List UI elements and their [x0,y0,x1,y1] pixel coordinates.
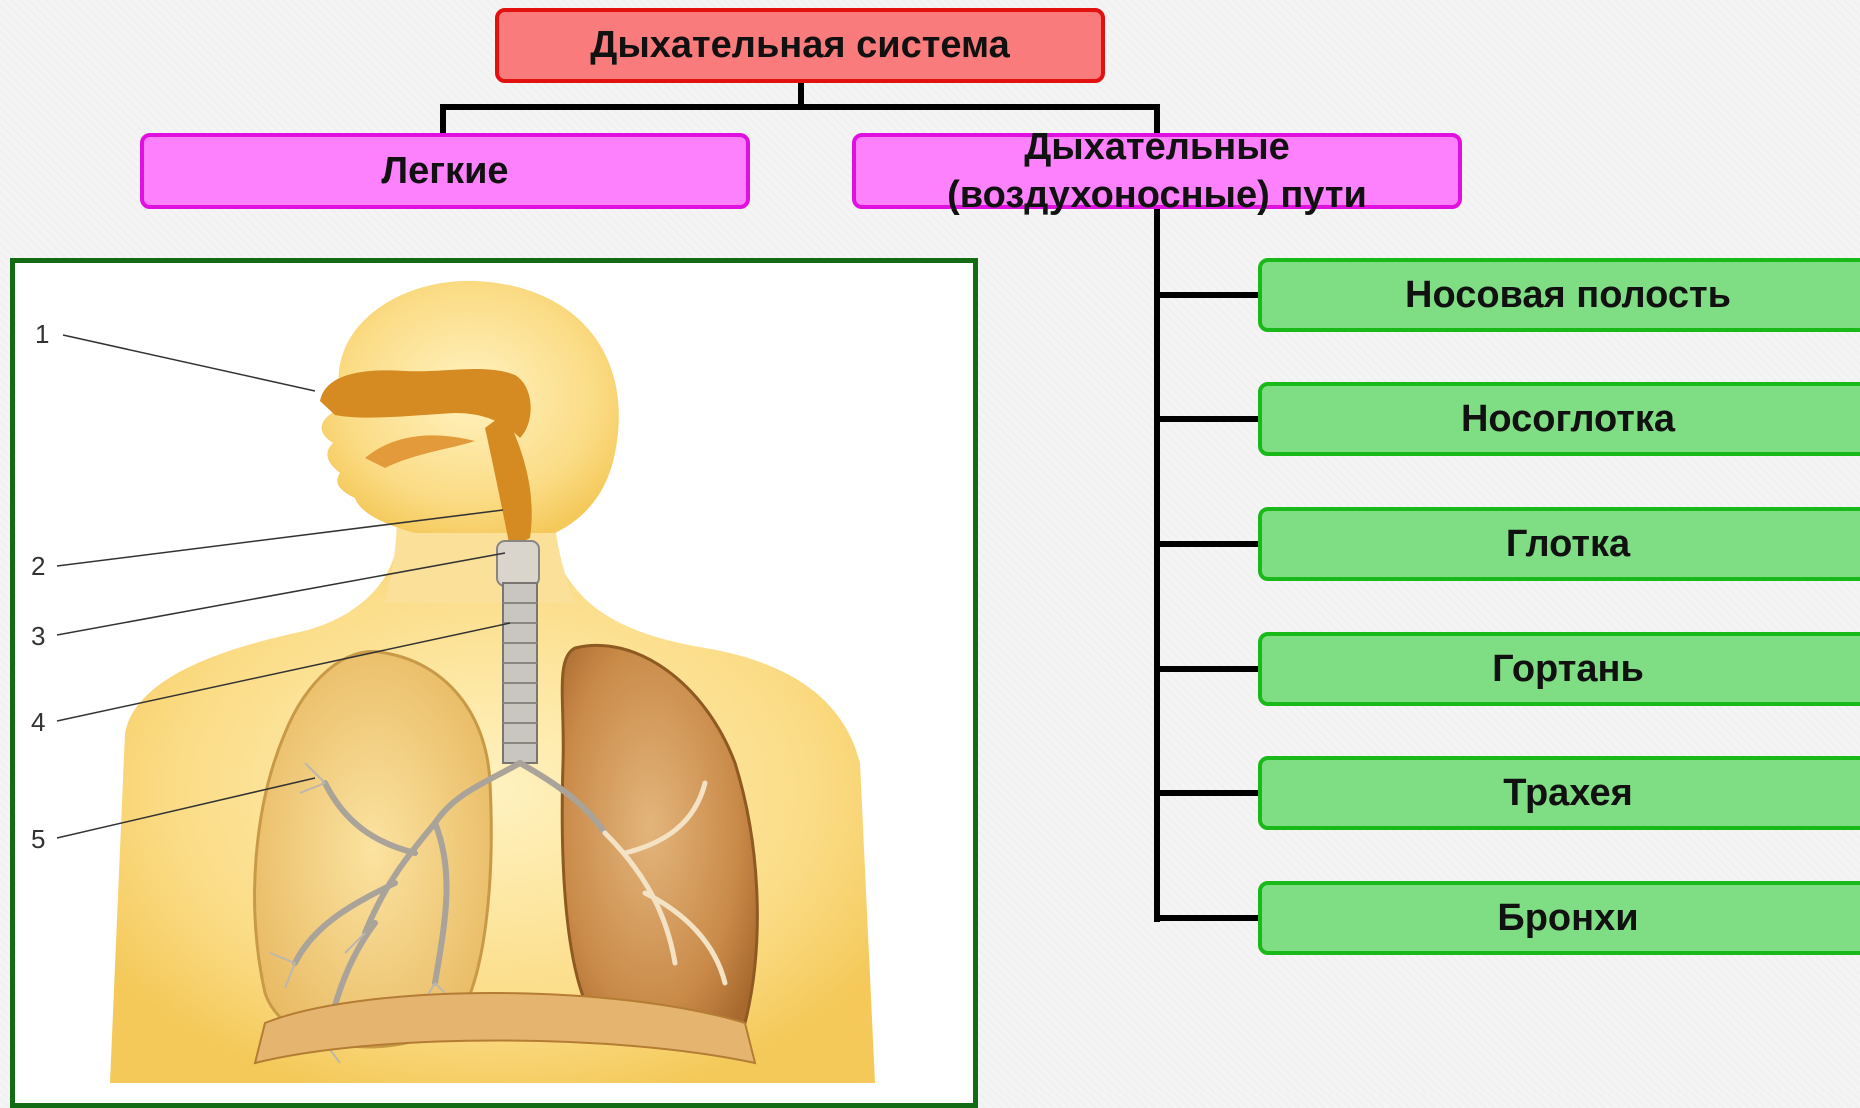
part-label: Трахея [1503,772,1633,815]
figure-label-4: 4 [31,707,45,737]
connector-part-5 [1154,790,1260,796]
airways-box: Дыхательные (воздухоносные) пути [852,133,1462,209]
connector-part-6 [1154,915,1260,921]
lungs-label: Легкие [381,150,508,193]
figure-label-5: 5 [31,824,45,854]
trachea-shape [503,583,537,763]
part-label: Носоглотка [1461,398,1675,441]
connector-part-4 [1154,666,1260,672]
anatomy-illustration-panel: 1 2 3 4 5 [10,258,978,1108]
part-nasal-cavity: Носовая полость [1258,258,1860,332]
part-larynx: Гортань [1258,632,1860,706]
connector-part-3 [1154,541,1260,547]
figure-label-1: 1 [35,319,49,349]
connector-part-1 [1154,292,1260,298]
lungs-box: Легкие [140,133,750,209]
part-nasopharynx: Носоглотка [1258,382,1860,456]
leader-line-1 [63,335,315,391]
part-bronchi: Бронхи [1258,881,1860,955]
airways-label: Дыхательные (воздухоносные) пути [947,123,1367,219]
part-label: Носовая полость [1405,274,1731,317]
airways-label-line1: Дыхательные [1024,126,1290,168]
part-label: Глотка [1506,523,1630,566]
part-label: Бронхи [1497,897,1638,940]
part-trachea: Трахея [1258,756,1860,830]
airways-label-line2: (воздухоносные) пути [947,174,1367,216]
title-box: Дыхательная система [495,8,1105,83]
figure-label-3: 3 [31,621,45,651]
connector-horizontal [440,104,1160,110]
connector-part-2 [1154,416,1260,422]
part-label: Гортань [1492,648,1644,691]
figure-label-2: 2 [31,551,45,581]
connector-left-drop [440,104,446,135]
title-text: Дыхательная система [590,24,1009,67]
part-pharynx: Глотка [1258,507,1860,581]
respiratory-anatomy-illustration: 1 2 3 4 5 [15,263,973,1103]
larynx-shape [497,541,539,586]
connector-airways-trunk [1154,207,1160,922]
